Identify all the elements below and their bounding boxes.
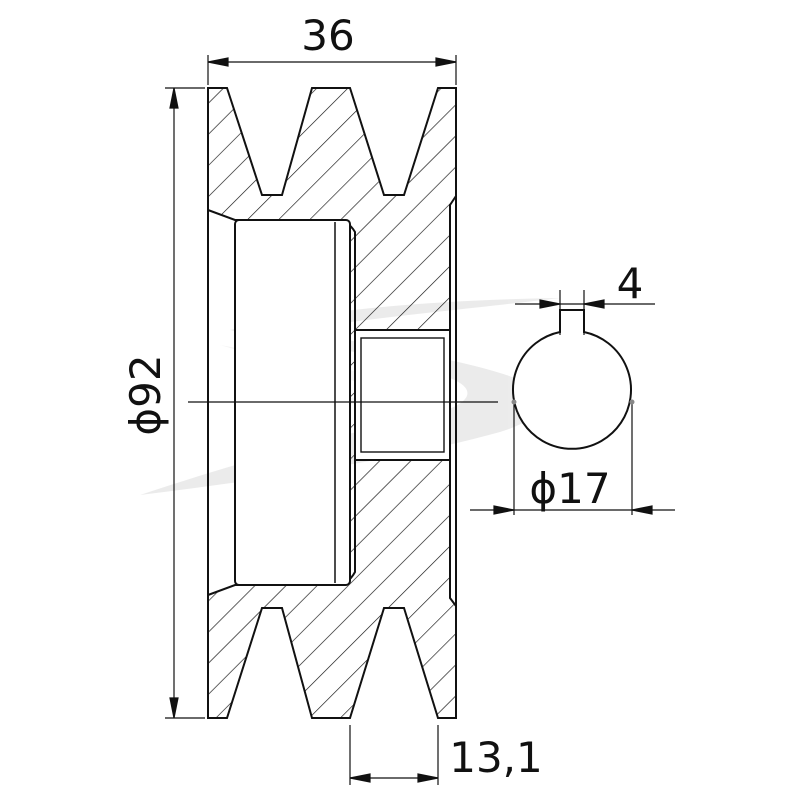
- bore: [354, 329, 451, 461]
- pulley-section: [207, 87, 457, 719]
- dimension-lines: [165, 55, 675, 785]
- groove-dimension-label: 13,1: [449, 733, 543, 782]
- keyway-dimension-label: 4: [617, 259, 644, 308]
- bore-chamfer: [360, 337, 445, 453]
- bore-dimension-label: ϕ17: [529, 464, 610, 513]
- width-dimension-label: 36: [301, 11, 354, 60]
- diameter-dimension-label: ϕ92: [121, 354, 170, 435]
- keyway-detail: [511, 290, 635, 515]
